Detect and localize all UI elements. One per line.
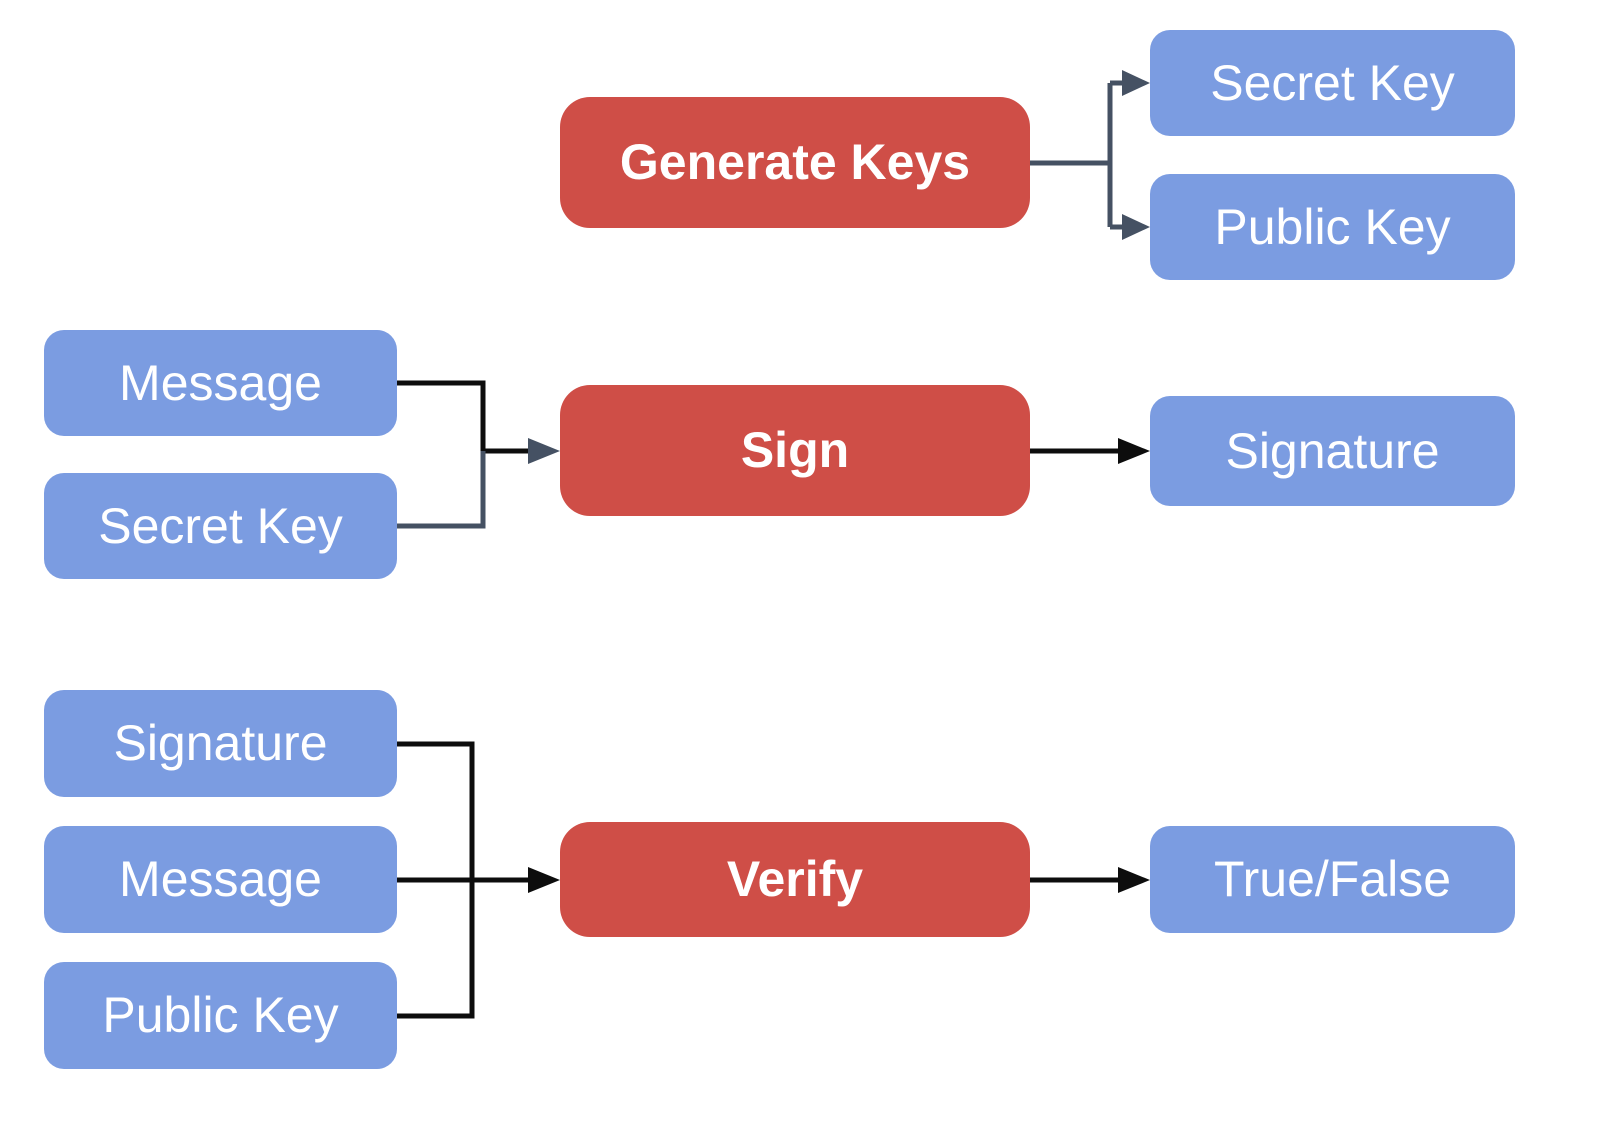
input-public-key-verify: Public Key (44, 962, 397, 1069)
input-signature-verify: Signature (44, 690, 397, 797)
connector-secretkey-to-sign (397, 451, 486, 529)
connector-publickey-to-verify (397, 880, 475, 1019)
output-true-false: True/False (1150, 826, 1515, 933)
arrowhead-to-verify (528, 867, 560, 893)
connector-genkeys-branch (1030, 80, 1126, 230)
output-signature: Signature (1150, 396, 1515, 506)
output-secret-key: Secret Key (1150, 30, 1515, 136)
arrowhead-to-sign (528, 438, 560, 464)
input-message-sign: Message (44, 330, 397, 436)
input-message-verify: Message (44, 826, 397, 933)
process-generate-keys: Generate Keys (560, 97, 1030, 228)
arrowhead-to-signature (1118, 438, 1150, 464)
arrowhead-to-secret-key (1122, 70, 1150, 96)
process-verify: Verify (560, 822, 1030, 937)
arrowhead-to-public-key (1122, 214, 1150, 240)
connector-message-to-sign (397, 380, 532, 454)
input-secret-key-sign: Secret Key (44, 473, 397, 579)
connector-signature-to-verify (397, 741, 475, 880)
arrowhead-to-truefalse (1118, 867, 1150, 893)
process-sign: Sign (560, 385, 1030, 516)
output-public-key: Public Key (1150, 174, 1515, 280)
